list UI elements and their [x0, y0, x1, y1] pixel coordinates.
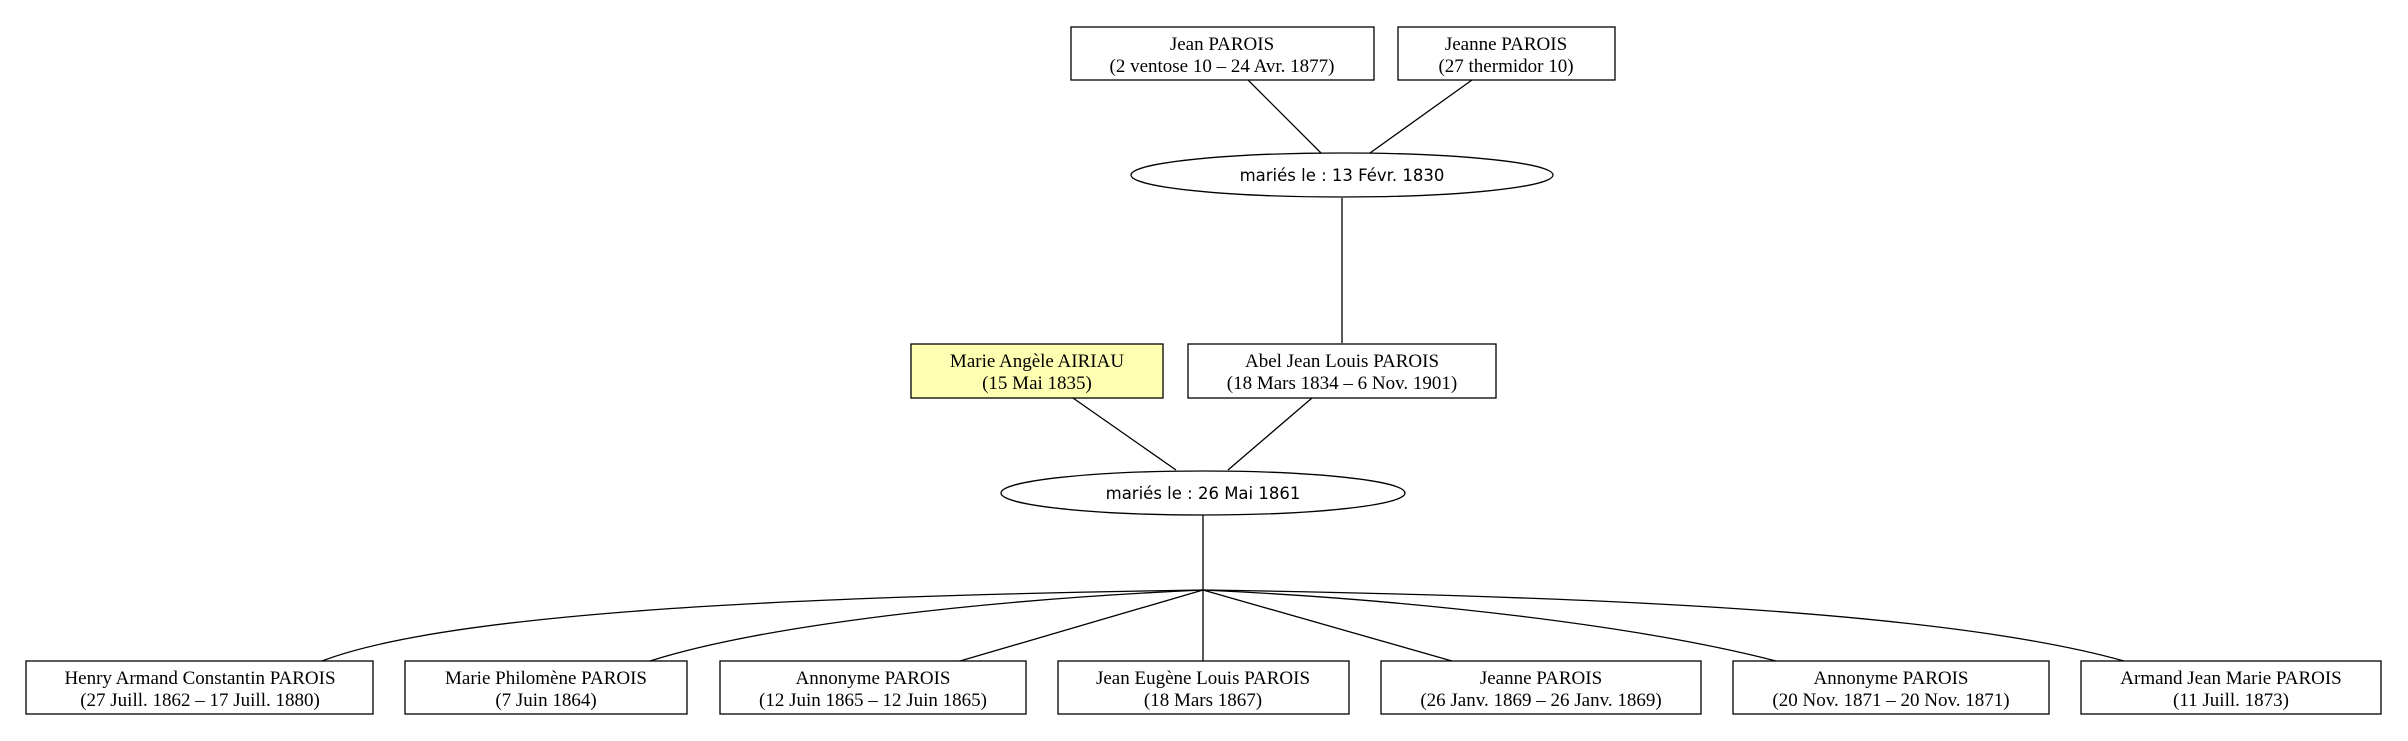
person-dates: (26 Janv. 1869 – 26 Janv. 1869) [1420, 690, 1661, 711]
marriage-node-1830: mariés le : 13 Févr. 1830 [1130, 152, 1554, 198]
person-box-jeanne-parois-grandmother: Jeanne PAROIS (27 thermidor 10) [1397, 26, 1616, 81]
person-box-child-1: Henry Armand Constantin PAROIS (27 Juill… [25, 660, 374, 715]
person-name: Annonyme PAROIS [1813, 668, 1968, 689]
person-dates: (18 Mars 1834 – 6 Nov. 1901) [1227, 373, 1457, 394]
person-box-child-7: Armand Jean Marie PAROIS (11 Juill. 1873… [2080, 660, 2382, 715]
person-name: Jeanne PAROIS [1445, 34, 1567, 55]
edge-marie-to-union-1861 [1072, 397, 1177, 471]
marriage-label: mariés le : 26 Mai 1861 [1106, 484, 1301, 503]
person-box-abel-jean-louis-parois: Abel Jean Louis PAROIS (18 Mars 1834 – 6… [1187, 343, 1497, 399]
person-name: Jean PAROIS [1170, 34, 1274, 55]
edge-hub-to-child-6 [1202, 589, 1777, 662]
person-name: Abel Jean Louis PAROIS [1245, 351, 1439, 372]
person-dates: (15 Mai 1835) [982, 373, 1092, 394]
edge-jeanne-to-union-1830 [1369, 79, 1473, 154]
person-name: Marie Philomène PAROIS [445, 668, 647, 689]
person-name: Annonyme PAROIS [795, 668, 950, 689]
person-box-child-6: Annonyme PAROIS (20 Nov. 1871 – 20 Nov. … [1732, 660, 2050, 715]
person-dates: (27 thermidor 10) [1438, 56, 1573, 77]
person-name: Jean Eugène Louis PAROIS [1096, 668, 1310, 689]
person-box-jean-parois: Jean PAROIS (2 ventose 10 – 24 Avr. 1877… [1070, 26, 1375, 81]
person-box-child-2: Marie Philomène PAROIS (7 Juin 1864) [404, 660, 688, 715]
marriage-node-1861: mariés le : 26 Mai 1861 [1000, 470, 1406, 516]
person-box-child-4: Jean Eugène Louis PAROIS (18 Mars 1867) [1057, 660, 1350, 715]
person-name: Marie Angèle AIRIAU [950, 351, 1124, 372]
edge-hub-to-child-7 [1202, 589, 2125, 662]
edge-hub-to-child-5 [1202, 589, 1453, 662]
edge-hub-to-child-2 [649, 589, 1204, 662]
marriage-label: mariés le : 13 Févr. 1830 [1240, 166, 1445, 185]
person-name: Armand Jean Marie PAROIS [2120, 668, 2341, 689]
edge-hub-to-child-3 [959, 589, 1204, 662]
person-dates: (27 Juill. 1862 – 17 Juill. 1880) [80, 690, 320, 711]
person-name: Jeanne PAROIS [1480, 668, 1602, 689]
person-dates: (7 Juin 1864) [495, 690, 596, 711]
person-box-child-3: Annonyme PAROIS (12 Juin 1865 – 12 Juin … [719, 660, 1027, 715]
person-dates: (11 Juill. 1873) [2173, 690, 2289, 711]
edge-jean-to-union-1830 [1247, 79, 1322, 154]
edge-abel-to-union-1861 [1227, 397, 1313, 471]
person-name: Henry Armand Constantin PAROIS [64, 668, 335, 689]
connector-lines [321, 79, 2125, 662]
person-dates: (20 Nov. 1871 – 20 Nov. 1871) [1772, 690, 2009, 711]
person-box-marie-angele-airiau: Marie Angèle AIRIAU (15 Mai 1835) [910, 343, 1164, 399]
person-dates: (2 ventose 10 – 24 Avr. 1877) [1110, 56, 1335, 77]
person-dates: (18 Mars 1867) [1144, 690, 1262, 711]
edge-hub-to-child-1 [321, 589, 1204, 662]
person-dates: (12 Juin 1865 – 12 Juin 1865) [759, 690, 987, 711]
person-box-child-5: Jeanne PAROIS (26 Janv. 1869 – 26 Janv. … [1380, 660, 1702, 715]
